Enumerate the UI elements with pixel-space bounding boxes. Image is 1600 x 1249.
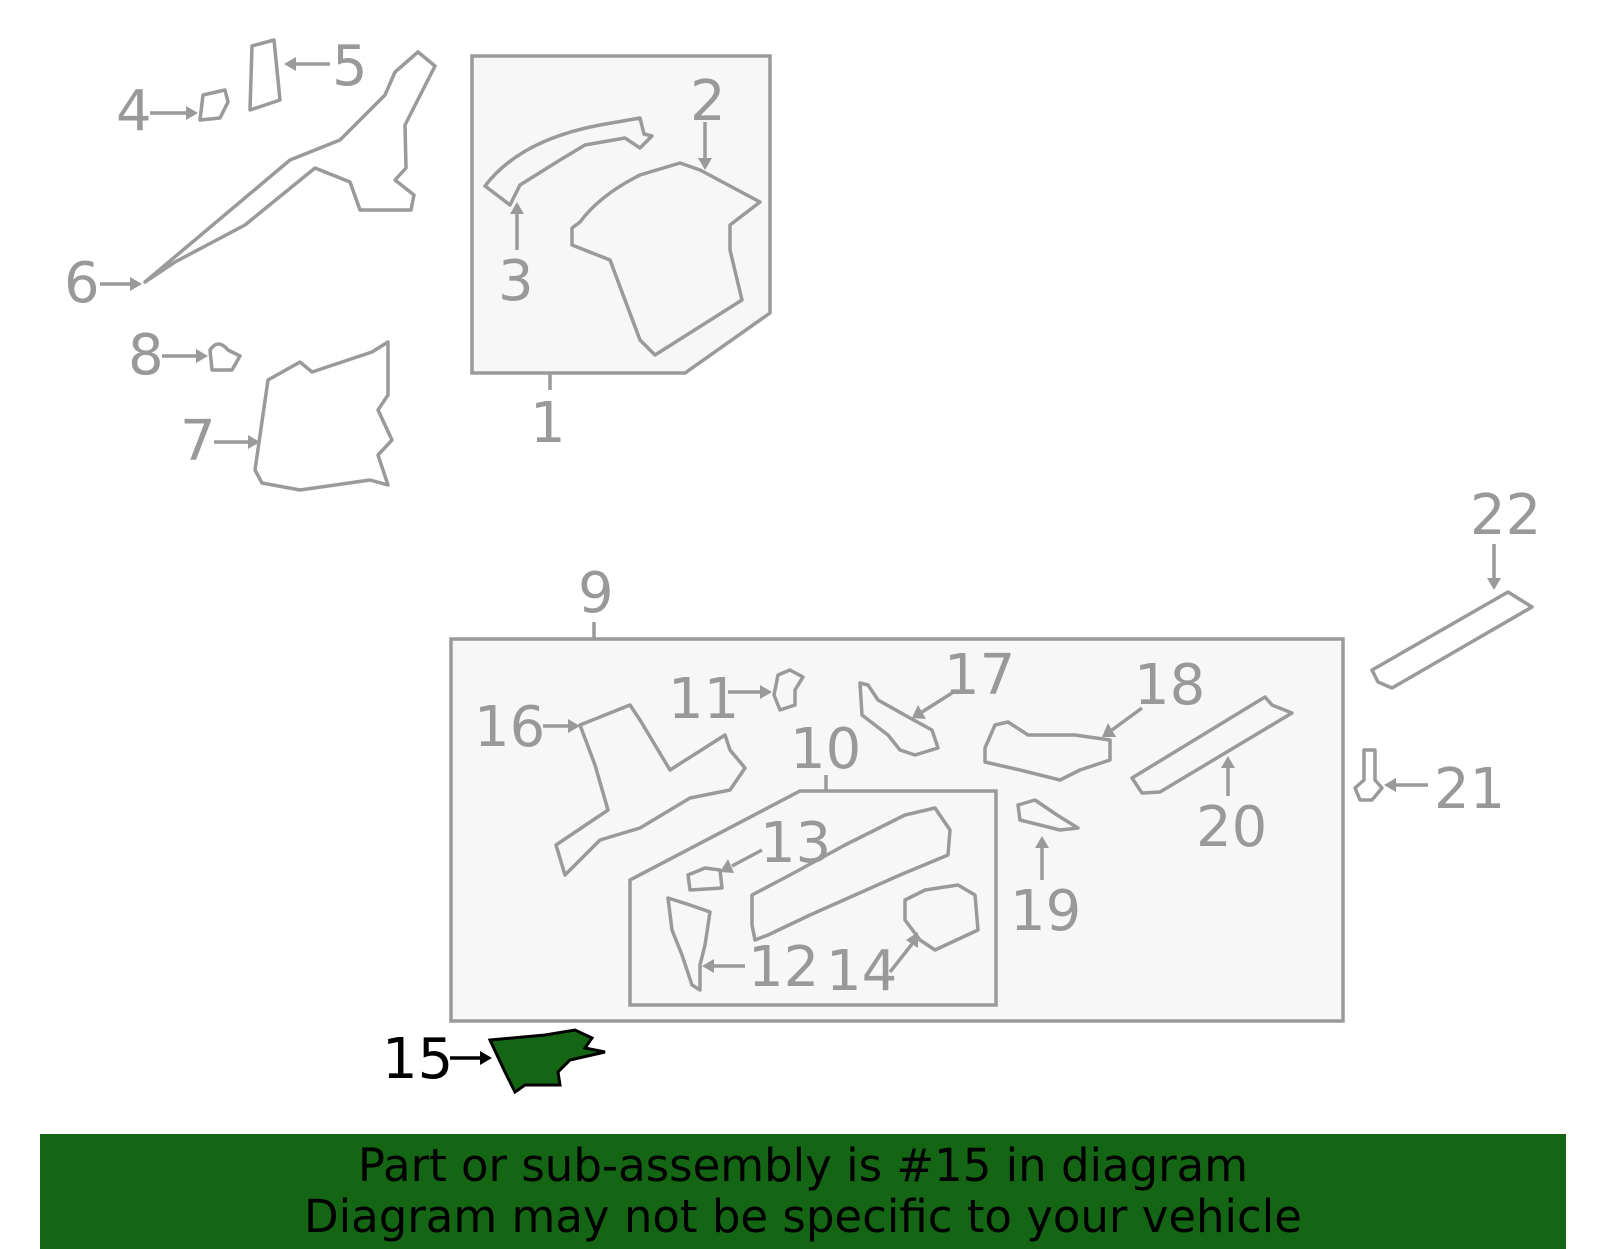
callout-20: 20 bbox=[1196, 795, 1267, 860]
part-5-bracket bbox=[248, 38, 282, 112]
part-12-bracket bbox=[666, 896, 712, 992]
callout-13: 13 bbox=[760, 811, 831, 876]
part-19-bracket bbox=[1016, 798, 1080, 832]
leader-lines bbox=[100, 57, 1501, 1065]
banner-line-2: Diagram may not be specific to your vehi… bbox=[304, 1190, 1302, 1243]
callout-10: 10 bbox=[790, 717, 861, 782]
part-2-apron bbox=[570, 161, 762, 357]
callout-1: 1 bbox=[530, 391, 566, 456]
callout-17: 17 bbox=[944, 643, 1015, 708]
part-16-member bbox=[554, 703, 747, 877]
callout-21: 21 bbox=[1434, 757, 1505, 822]
callout-5: 5 bbox=[332, 34, 368, 99]
callout-19: 19 bbox=[1010, 879, 1081, 944]
callout-4: 4 bbox=[116, 79, 152, 144]
part-6-rail bbox=[143, 50, 437, 284]
part-3-bracket bbox=[483, 116, 654, 207]
part-17-bracket bbox=[858, 681, 940, 757]
part-21-bolt bbox=[1353, 748, 1384, 802]
callout-9: 9 bbox=[578, 561, 614, 626]
callout-3: 3 bbox=[498, 249, 534, 314]
part-4-clip bbox=[198, 88, 230, 122]
part-8-fastener bbox=[208, 342, 242, 372]
part-13-clip bbox=[686, 866, 724, 892]
part-14-mount bbox=[903, 883, 980, 952]
part-22-rail bbox=[1370, 590, 1534, 690]
part-15-highlighted bbox=[487, 1028, 606, 1095]
callout-16: 16 bbox=[474, 695, 545, 760]
part-7-panel bbox=[253, 340, 394, 492]
part-18-bracket bbox=[983, 720, 1112, 782]
part-20-rail bbox=[1130, 695, 1294, 795]
callout-15-highlighted: 15 bbox=[382, 1027, 453, 1092]
callout-11: 11 bbox=[668, 667, 739, 732]
callout-12: 12 bbox=[748, 935, 819, 1000]
callout-8: 8 bbox=[128, 323, 164, 388]
callout-2: 2 bbox=[690, 69, 726, 134]
banner-line-1: Part or sub-assembly is #15 in diagram bbox=[357, 1139, 1249, 1192]
part-10-member bbox=[750, 806, 952, 942]
callout-22: 22 bbox=[1470, 483, 1541, 548]
callout-7: 7 bbox=[180, 409, 216, 474]
info-banner: Part or sub-assembly is #15 in diagram D… bbox=[40, 1134, 1566, 1249]
part-11-clip bbox=[772, 668, 805, 712]
callout-14: 14 bbox=[826, 939, 897, 1004]
callout-18: 18 bbox=[1134, 653, 1205, 718]
callout-6: 6 bbox=[64, 251, 100, 316]
assembly-1-box bbox=[470, 54, 772, 375]
